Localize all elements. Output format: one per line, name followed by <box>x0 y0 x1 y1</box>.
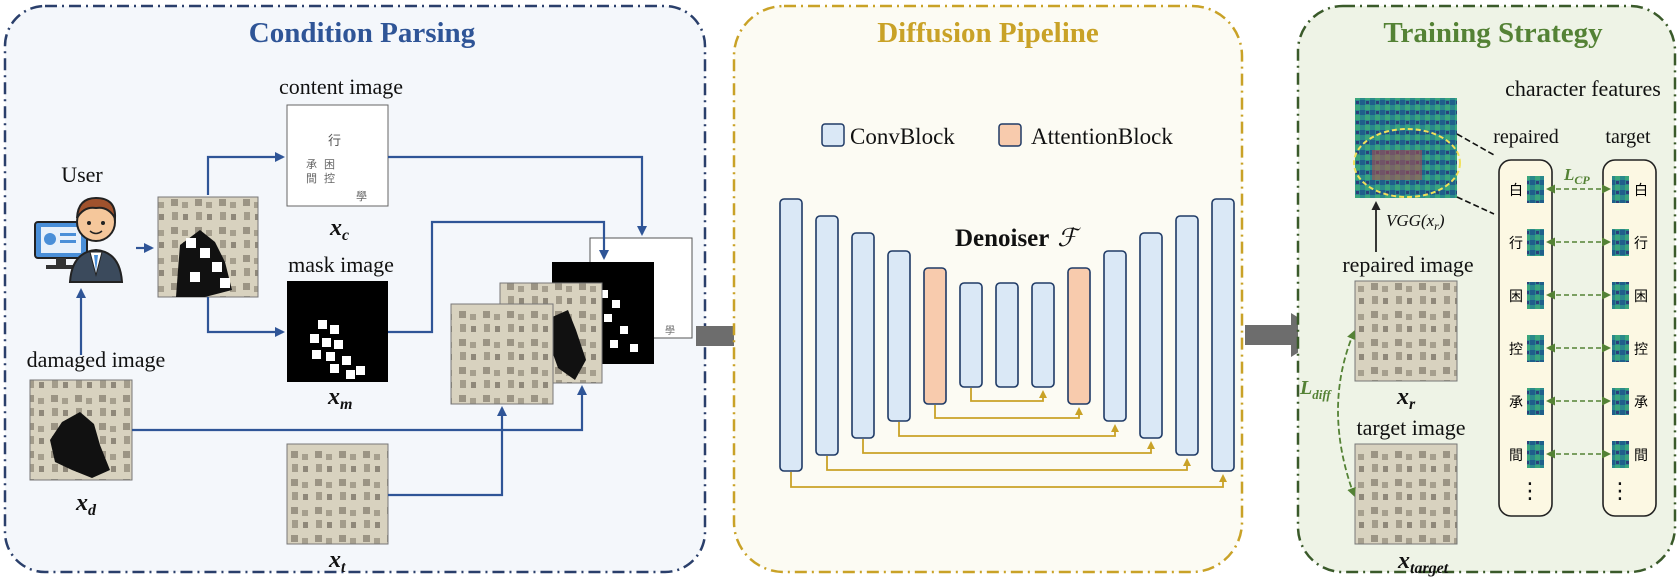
legend-conv-label: ConvBlock <box>850 124 955 149</box>
repaired-char-label: 控 <box>1509 342 1523 358</box>
repaired-col-label: repaired <box>1493 126 1559 148</box>
zoom-line-bottom <box>1456 196 1495 215</box>
condition-connectors <box>76 152 647 497</box>
target-feature-map <box>1612 176 1629 203</box>
target-char-label: 困 <box>1634 289 1648 305</box>
repaired-char-label: 承 <box>1509 395 1523 411</box>
target-col-label: target <box>1605 126 1651 148</box>
dec-conv-1 <box>1103 250 1127 422</box>
repaired-char-label: 間 <box>1509 448 1523 464</box>
target-char-label: 白 <box>1634 183 1648 199</box>
target-feature-map <box>1612 229 1629 256</box>
enc-conv-1 <box>779 198 803 472</box>
stacked-inputs: 學 <box>450 237 693 405</box>
target-char-label: 行 <box>1634 236 1648 252</box>
features-label: character features <box>1505 76 1661 101</box>
svg-text:困: 困 <box>324 158 335 171</box>
mid-conv-1 <box>959 282 983 388</box>
target-image-label: target image <box>1357 415 1466 440</box>
zoom-line-top <box>1456 133 1495 156</box>
mask-image-label: mask image <box>288 252 394 277</box>
repaired-feature-map <box>1527 335 1544 362</box>
training-panel-title: Training Strategy <box>1383 17 1603 49</box>
target-feature-map <box>1612 388 1629 415</box>
legend-attn-label: AttentionBlock <box>1031 124 1173 149</box>
repaired-feature-map <box>1527 229 1544 256</box>
skip-connections <box>790 388 1227 488</box>
target-image <box>1354 443 1458 545</box>
condition-panel-title: Condition Parsing <box>249 17 476 49</box>
damaged-image <box>29 379 133 481</box>
feature-heatmap <box>1353 98 1461 198</box>
svg-text:行: 行 <box>328 134 341 149</box>
target-ellipsis: ⋮ <box>1609 479 1631 504</box>
repaired-feature-map <box>1527 388 1544 415</box>
legend-attn-swatch <box>998 123 1022 147</box>
repaired-feature-map <box>1527 282 1544 309</box>
repaired-char-label: 白 <box>1509 183 1523 199</box>
enc-conv-4 <box>887 250 911 422</box>
text-image <box>286 443 389 545</box>
unet <box>779 198 1235 472</box>
target-feature-map <box>1612 282 1629 309</box>
mid-conv-2 <box>995 282 1019 388</box>
dec-conv-2 <box>1139 232 1163 439</box>
svg-text:承: 承 <box>306 158 317 171</box>
diffusion-panel-title: Diffusion Pipeline <box>877 17 1099 49</box>
target-char-label: 控 <box>1634 342 1648 358</box>
target-char-label: 承 <box>1634 395 1648 411</box>
dec-attn-1 <box>1067 267 1091 405</box>
mask-image <box>287 281 388 382</box>
repaired-char-label: 行 <box>1509 236 1523 252</box>
feature-rows: 白 白行 行困 困控 控承 承間 間 <box>1509 176 1648 468</box>
edited-image <box>157 196 259 298</box>
user-label: User <box>61 162 103 187</box>
content-image: 行 承 困 間 控 學 <box>286 104 389 207</box>
legend-conv-swatch <box>821 123 845 147</box>
target-feature-map <box>1612 335 1629 362</box>
repaired-image <box>1354 280 1458 382</box>
repaired-features-column <box>1498 159 1553 517</box>
repaired-image-label: repaired image <box>1342 252 1473 277</box>
svg-text:學: 學 <box>356 190 367 203</box>
repaired-feature-map <box>1527 176 1544 203</box>
enc-conv-3 <box>851 232 875 439</box>
vgg-label: VGG(xr) <box>1386 211 1445 233</box>
damaged-image-label: damaged image <box>27 347 166 372</box>
svg-text:控: 控 <box>324 171 335 185</box>
target-char-label: 間 <box>1634 448 1648 464</box>
svg-text:間: 間 <box>306 172 317 185</box>
repaired-ellipsis: ⋮ <box>1519 479 1541 504</box>
enc-attn-1 <box>923 267 947 405</box>
repaired-char-label: 困 <box>1509 289 1523 305</box>
target-features-column <box>1602 159 1657 517</box>
target-feature-map <box>1612 441 1629 468</box>
repaired-feature-map <box>1527 441 1544 468</box>
l-diff-arrow <box>1337 330 1356 497</box>
content-image-label: content image <box>279 74 403 99</box>
dec-conv-3 <box>1175 215 1199 456</box>
svg-text:學: 學 <box>665 324 675 337</box>
dec-conv-4 <box>1211 198 1235 472</box>
enc-conv-2 <box>815 215 839 456</box>
user-icon <box>34 196 124 283</box>
mid-conv-3 <box>1031 282 1055 388</box>
